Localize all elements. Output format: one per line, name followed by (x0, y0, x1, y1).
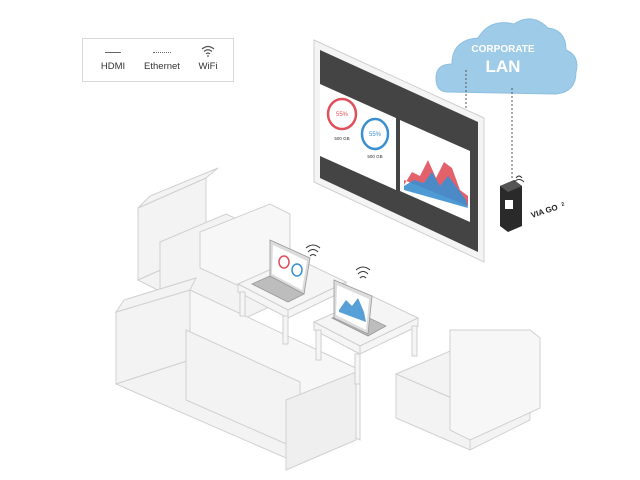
laptop-left-wifi-icon (305, 244, 321, 257)
display-pane-left (320, 84, 396, 190)
display-gauge-red: 55% 500 GB (326, 97, 358, 141)
legend-label-ethernet: Ethernet (144, 61, 180, 72)
sofa (114, 277, 361, 471)
device-wifi-icon (513, 175, 525, 183)
via-go-device: VIA GO 2 (500, 175, 566, 232)
display-area-chart (404, 160, 468, 208)
display-gauge-red-value: 55% (336, 112, 349, 118)
display-gauge-red-sub: 500 GB (334, 136, 349, 141)
device-label: VIA GO (530, 203, 559, 220)
cloud-title-line2: LAN (486, 57, 521, 76)
ethernet-dotted-line-icon (139, 45, 185, 59)
display-gauge-blue: 55% 500 GB (360, 117, 390, 159)
legend: HDMI Ethernet WiFi (82, 38, 234, 82)
display-gauge-blue-sub: 500 GB (367, 154, 382, 159)
wall-display: 55% 500 GB 55% 500 GB (313, 39, 485, 263)
cloud-title-line1: CORPORATE (471, 44, 534, 55)
armchair-right (394, 329, 541, 451)
laptop-right-wifi-icon (355, 266, 371, 279)
hdmi-line-icon (95, 45, 131, 59)
display-gauge-blue-value: 55% (369, 132, 382, 138)
laptop-left-gauge-blue (291, 263, 303, 277)
legend-item-ethernet: Ethernet (139, 45, 185, 72)
device-label-superscript: 2 (561, 201, 566, 208)
laptop-right (331, 266, 387, 337)
laptop-left-gauge-red (278, 255, 290, 269)
laptop-left (251, 239, 321, 303)
wifi-icon (191, 45, 225, 59)
legend-label-hdmi: HDMI (100, 61, 126, 72)
laptop-right-area-chart (339, 298, 366, 322)
legend-item-hdmi: HDMI (95, 45, 131, 72)
corporate-lan-cloud: CORPORATE LAN (435, 18, 578, 95)
kramer-logo-icon (505, 200, 513, 209)
legend-item-wifi: WiFi (191, 45, 225, 72)
legend-label-wifi: WiFi (198, 61, 218, 72)
